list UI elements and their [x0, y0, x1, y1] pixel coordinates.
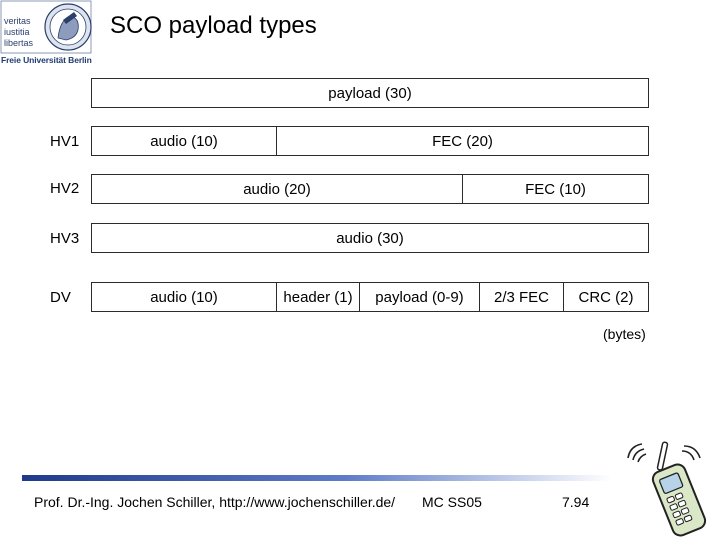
hv1-fec-segment: FEC (20): [276, 126, 649, 156]
footer-course: MC SS05: [422, 494, 482, 510]
slide-title: SCO payload types: [110, 12, 317, 39]
dv-header-segment: header (1): [276, 282, 360, 312]
row-label-hv1: HV1: [50, 133, 80, 150]
mobile-phone-icon: [627, 441, 707, 537]
row-label-hv3: HV3: [50, 230, 80, 247]
payload-box: payload (30): [91, 78, 649, 108]
dv-fec-segment: 2/3 FEC: [479, 282, 564, 312]
university-logo: veritas iustitia libertas Freie Universi…: [0, 0, 92, 68]
row-label-dv: DV: [50, 289, 71, 306]
footer-author: Prof. Dr.-Ing. Jochen Schiller, http://w…: [34, 494, 396, 510]
dv-audio-segment: audio (10): [91, 282, 277, 312]
hv1-audio-segment: audio (10): [91, 126, 277, 156]
logo-motto-1: veritas: [4, 16, 31, 26]
hv2-fec-segment: FEC (10): [462, 174, 649, 204]
row-label-hv2: HV2: [50, 180, 80, 197]
dv-payload-segment: payload (0-9): [359, 282, 480, 312]
logo-motto-2: iustitia: [4, 27, 30, 37]
hv2-audio-segment: audio (20): [91, 174, 463, 204]
logo-university-name: Freie Universität Berlin: [1, 55, 92, 65]
hv3-audio-segment: audio (30): [91, 223, 649, 253]
logo-motto-3: libertas: [4, 38, 34, 48]
dv-crc-segment: CRC (2): [563, 282, 649, 312]
seal-icon: [0, 0, 92, 54]
unit-note: (bytes): [603, 326, 646, 342]
footer-page-number: 7.94: [562, 494, 590, 510]
footer-divider: [22, 475, 612, 481]
